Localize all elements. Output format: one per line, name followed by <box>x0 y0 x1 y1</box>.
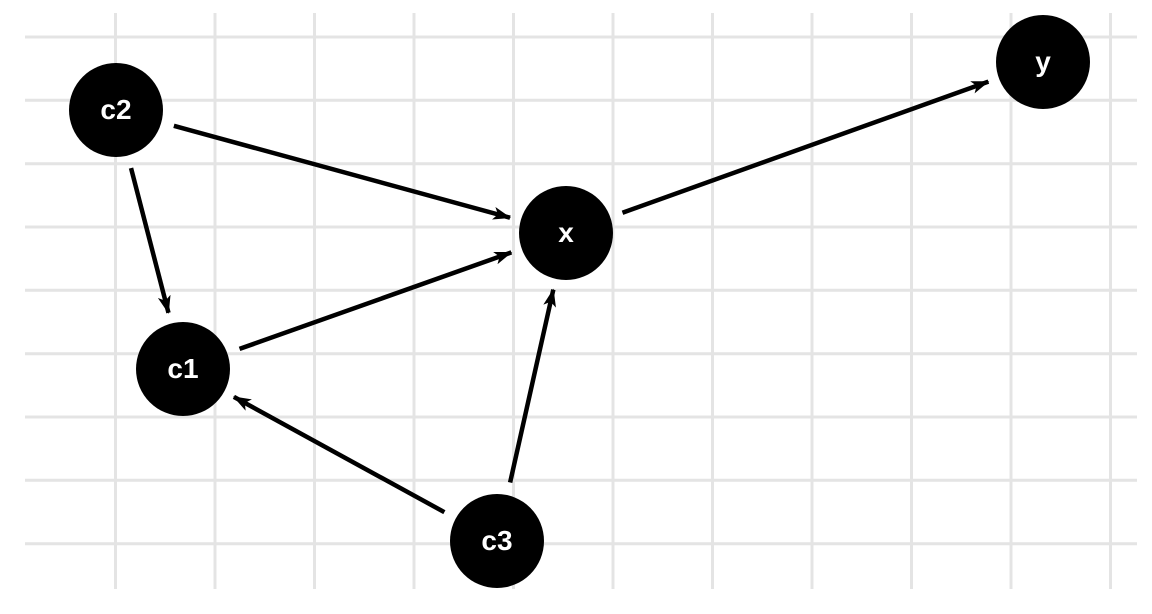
edge-c2-c1-arrow <box>128 167 171 314</box>
node-x: x <box>519 186 613 280</box>
edge-c2-x-arrow <box>173 123 512 220</box>
grid-lines <box>25 13 1137 589</box>
node-label-y: y <box>1035 46 1051 77</box>
node-label-c2: c2 <box>100 94 132 125</box>
node-c3: c3 <box>450 494 544 588</box>
dag-edges <box>128 79 990 515</box>
edge-c1-x-arrow <box>238 250 513 352</box>
edge-c3-c1-arrow <box>232 394 446 515</box>
edge-c3-x-arrow <box>507 288 556 483</box>
node-label-x: x <box>558 217 574 248</box>
node-label-c3: c3 <box>481 525 513 556</box>
edge-x-y-arrow <box>621 79 990 215</box>
node-label-c1: c1 <box>167 353 199 384</box>
node-c2: c2 <box>69 63 163 157</box>
node-c1: c1 <box>136 322 230 416</box>
node-y: y <box>996 15 1090 109</box>
